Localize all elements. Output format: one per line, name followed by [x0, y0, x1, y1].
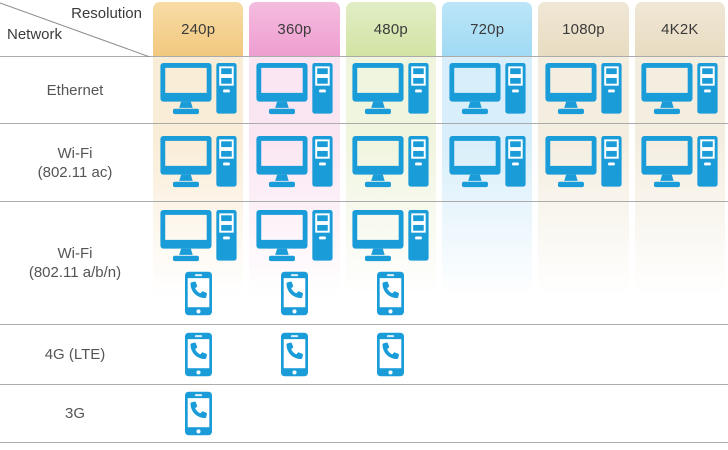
- row-label: 4G (LTE): [44, 346, 106, 363]
- desktop-computer-icon: [160, 210, 237, 262]
- matrix-cell: [632, 202, 728, 324]
- matrix-cell: [343, 57, 439, 123]
- matrix-cell: [246, 124, 342, 201]
- desktop-computer-icon: [352, 210, 429, 262]
- column-header-720p: 720p: [442, 2, 533, 56]
- matrix-cell: [343, 325, 439, 384]
- row-3g: 3G: [0, 385, 728, 443]
- row-ethernet: Ethernet: [0, 57, 728, 124]
- smartphone-icon: [184, 271, 212, 316]
- row-wifi-ac: Wi-Fi (802.11 ac): [0, 124, 728, 202]
- desktop-computer-icon: [352, 135, 429, 187]
- row-label: Wi-Fi (802.11 ac): [37, 144, 113, 181]
- matrix-cell: [535, 202, 631, 324]
- matrix-cell: [343, 124, 439, 201]
- desktop-computer-icon: [352, 63, 429, 115]
- desktop-computer-icon: [545, 63, 622, 115]
- row-label: Wi-Fi (802.11 a/b/n): [28, 245, 122, 281]
- desktop-computer-icon: [641, 63, 718, 115]
- desktop-computer-icon: [160, 135, 237, 187]
- matrix-cell: [343, 385, 439, 442]
- desktop-computer-icon: [160, 63, 237, 115]
- diagonal-divider-line: [0, 2, 150, 57]
- matrix-cell: [535, 57, 631, 123]
- desktop-computer-icon: [449, 135, 526, 187]
- matrix-cell: [439, 385, 535, 442]
- smartphone-icon: [184, 391, 212, 436]
- matrix-cell: [246, 57, 342, 123]
- column-header-240p: 240p: [153, 2, 244, 56]
- column-header-360p: 360p: [249, 2, 340, 56]
- matrix-cell: [150, 325, 246, 384]
- desktop-computer-icon: [256, 210, 333, 262]
- matrix-cell: [439, 57, 535, 123]
- matrix-cell: [150, 385, 246, 442]
- row-label: Ethernet: [46, 81, 104, 99]
- corner-cell: Resolution Network: [0, 0, 150, 57]
- desktop-computer-icon: [641, 135, 718, 187]
- matrix-cell: [150, 124, 246, 201]
- desktop-computer-icon: [256, 63, 333, 115]
- network-axis-label: Network: [7, 26, 63, 43]
- row-wifi-abn: Wi-Fi (802.11 a/b/n): [0, 202, 728, 325]
- desktop-computer-icon: [256, 135, 333, 187]
- matrix-cell: [535, 385, 631, 442]
- column-header-480p: 480p: [345, 2, 436, 56]
- matrix-cell: [439, 325, 535, 384]
- smartphone-icon: [184, 332, 212, 377]
- row-label: 3G: [64, 405, 85, 422]
- desktop-computer-icon: [545, 135, 622, 187]
- column-header-4k2k: 4K2K: [634, 2, 725, 56]
- matrix-cell: [150, 57, 246, 123]
- smartphone-icon: [280, 332, 308, 377]
- matrix-cell: [439, 124, 535, 201]
- matrix-cell: [632, 385, 728, 442]
- matrix-cell: [632, 57, 728, 123]
- column-header-1080p: 1080p: [538, 2, 629, 56]
- matrix-cell: [535, 124, 631, 201]
- row-4g-lte: 4G (LTE): [0, 325, 728, 385]
- matrix-cell: [246, 385, 342, 442]
- matrix-cell: [632, 124, 728, 201]
- matrix-cell: [246, 325, 342, 384]
- matrix-cell: [150, 202, 246, 324]
- matrix-cell: [246, 202, 342, 324]
- smartphone-icon: [377, 332, 405, 377]
- header-row: Resolution Network 240p 360p 480p 720p 1…: [0, 0, 728, 57]
- matrix-cell: [439, 202, 535, 324]
- smartphone-icon: [377, 271, 405, 316]
- matrix-cell: [343, 202, 439, 324]
- resolution-axis-label: Resolution: [71, 5, 142, 22]
- matrix-cell: [535, 325, 631, 384]
- matrix-cell: [632, 325, 728, 384]
- smartphone-icon: [280, 271, 308, 316]
- desktop-computer-icon: [449, 63, 526, 115]
